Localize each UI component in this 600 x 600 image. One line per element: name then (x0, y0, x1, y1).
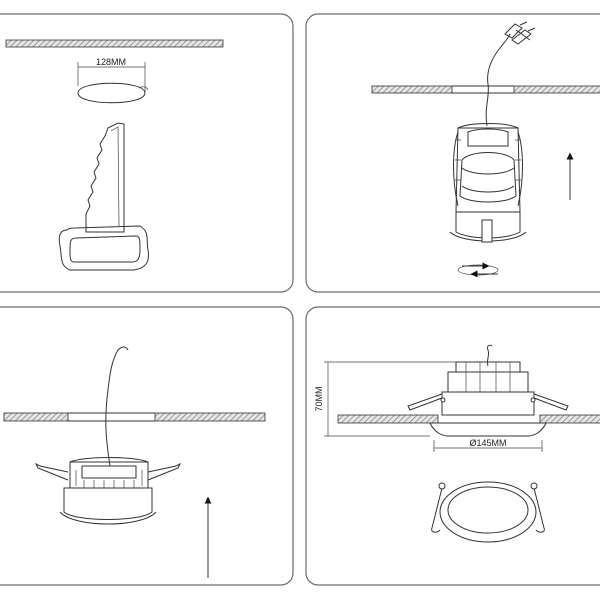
height-label: 70MM (314, 386, 324, 411)
downlight-fixture (449, 123, 527, 243)
trim-ring-view (431, 481, 545, 543)
clip-pivot-left (438, 482, 446, 490)
step-4-frame (305, 306, 600, 586)
installed-fixture (407, 344, 569, 437)
step-2-frame (305, 13, 600, 293)
ceiling-board-left (3, 412, 69, 422)
spring-clip-icon-right (147, 462, 182, 481)
step-3-panel (0, 306, 294, 586)
clip-pivot-right (530, 482, 538, 490)
ceiling-board-left (371, 85, 453, 94)
spring-clip-icon-right (517, 131, 523, 207)
ceiling-board-left (337, 414, 439, 424)
ceiling-board-right (539, 414, 600, 424)
rotate-arrow-icon (457, 262, 499, 278)
spring-clip-icon-left (34, 462, 69, 481)
height-dimension: 70MM (314, 361, 456, 437)
hole-diameter-label: 128MM (96, 57, 126, 67)
downlight-fixture (34, 457, 182, 525)
keyhole-saw-icon (58, 122, 149, 271)
step-1-panel: 128MM (0, 13, 294, 293)
terminal-connector-icon (504, 21, 536, 45)
ceiling-board-right (154, 412, 266, 422)
power-cable (485, 33, 511, 127)
step-3-frame (0, 306, 294, 586)
diameter-label: Ø145MM (469, 438, 506, 448)
ceiling-board (5, 39, 224, 48)
power-cable (105, 346, 129, 467)
step-4-panel: 70MM Ø145MM (305, 306, 600, 586)
diameter-dimension: Ø145MM (433, 438, 543, 452)
screw-post (481, 219, 493, 243)
step-1-frame (0, 13, 294, 293)
spring-clip-icon-left (453, 131, 459, 207)
step-2-panel (305, 13, 600, 293)
ceiling-hole-template-icon (77, 82, 146, 104)
ceiling-board-right (513, 85, 600, 94)
hole-dimension: 128MM (77, 57, 146, 92)
